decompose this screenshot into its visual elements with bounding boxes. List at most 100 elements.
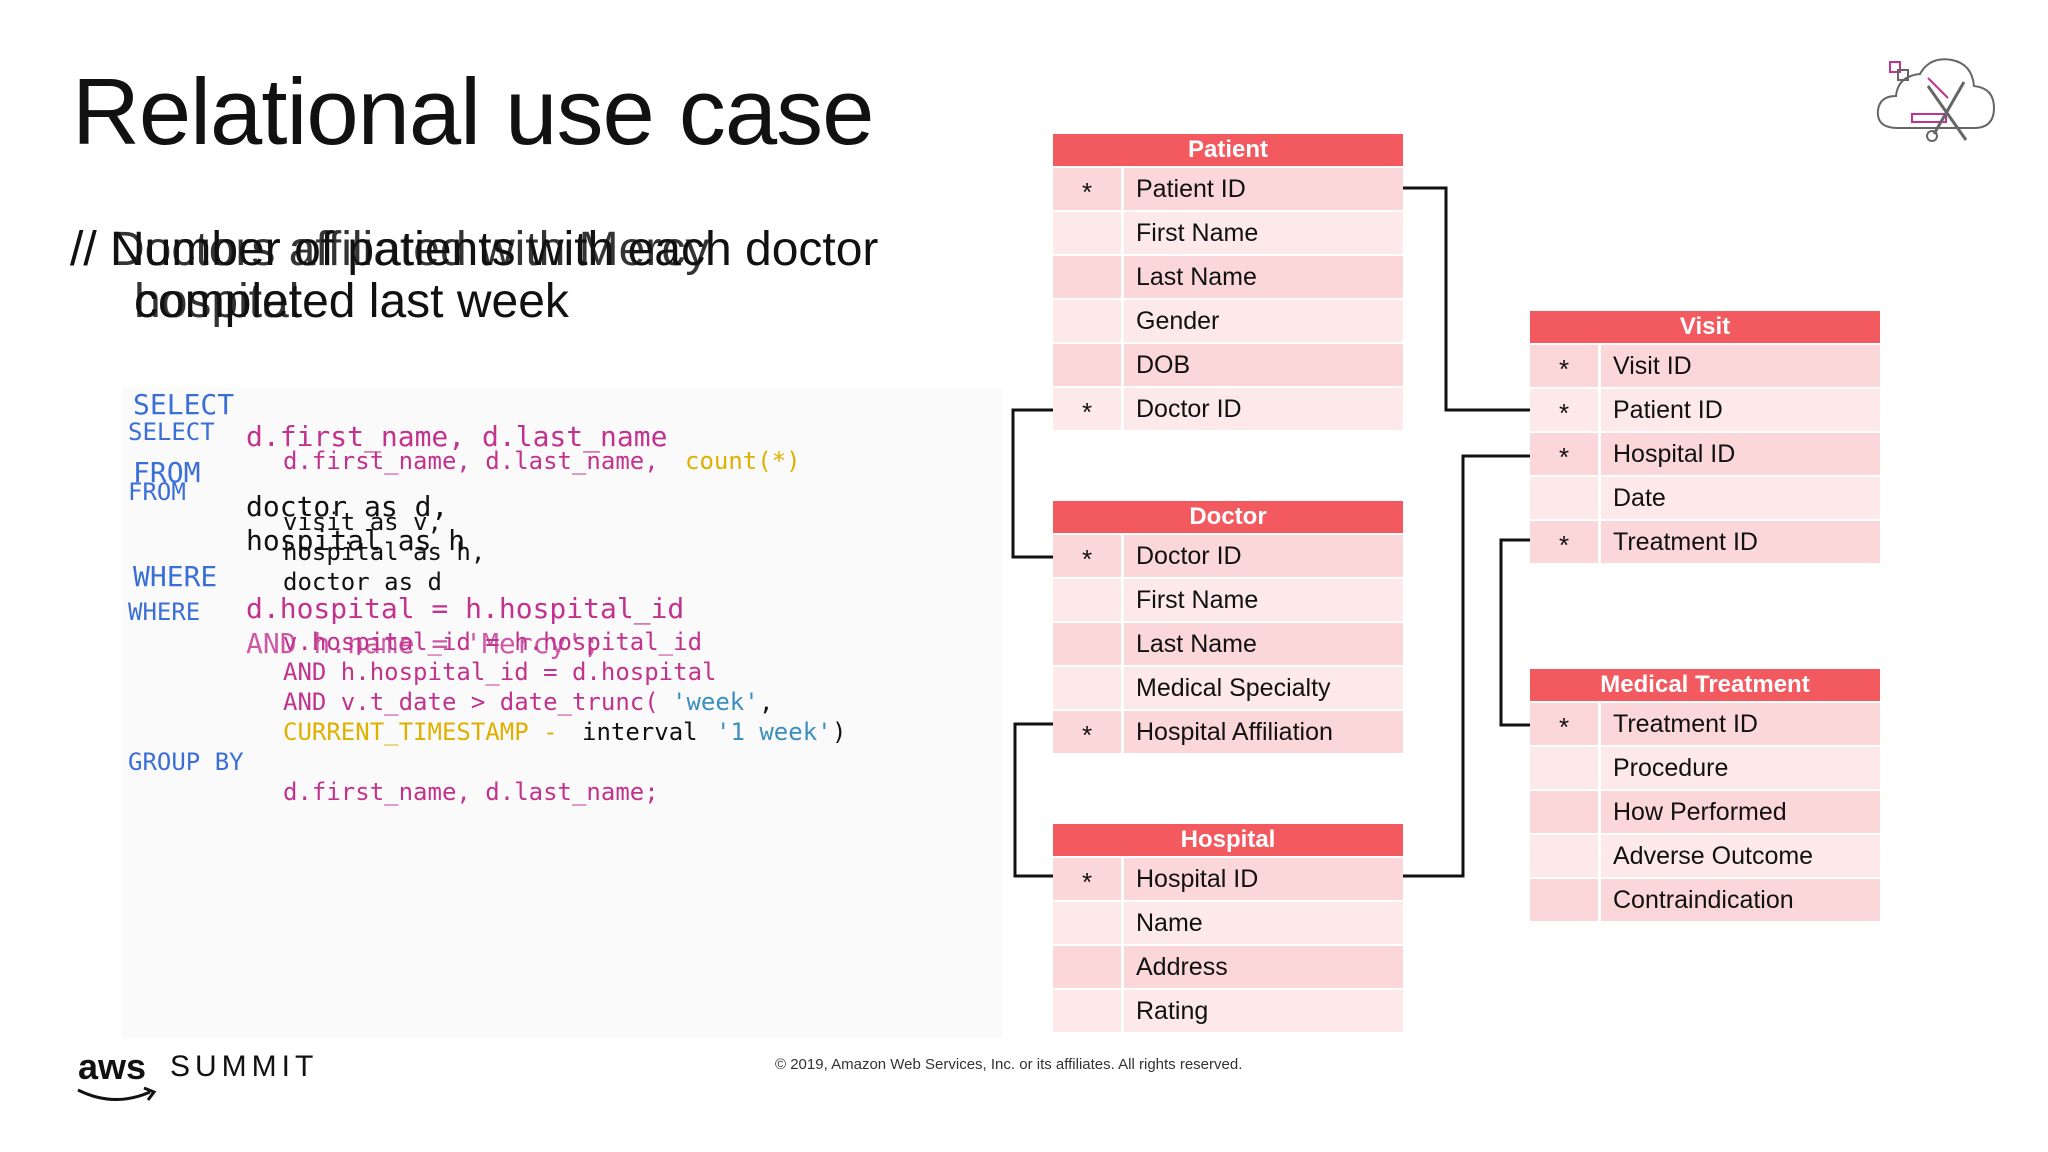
- table-row: First Name: [1053, 579, 1403, 623]
- subtitle-a-line1: // Number of patients with each doctor: [70, 223, 879, 276]
- aws-smile-icon: [77, 1086, 157, 1102]
- table-row: Name: [1053, 902, 1403, 946]
- key-marker: *: [1053, 168, 1124, 210]
- table-row: * Doctor ID: [1053, 535, 1403, 579]
- field-name: Hospital Affiliation: [1136, 718, 1333, 746]
- query-b-where-line4d: ): [832, 718, 847, 746]
- table-row: Adverse Outcome: [1530, 835, 1880, 879]
- field-name: Procedure: [1613, 754, 1729, 782]
- key-marker: [1053, 623, 1124, 665]
- table-row: Contraindication: [1530, 879, 1880, 923]
- query-b-from-kw: FROM: [128, 478, 186, 506]
- field-name: Treatment ID: [1613, 528, 1758, 556]
- query-b-from-line2: hospital as h,: [283, 538, 486, 566]
- copyright: © 2019, Amazon Web Services, Inc. or its…: [775, 1056, 1243, 1073]
- key-marker: *: [1530, 703, 1601, 745]
- query-b-where-line4c: '1 week': [716, 718, 832, 746]
- table-header: Hospital: [1053, 824, 1403, 858]
- query-b-where-line1: v.hospital_id = h.hospital_id: [283, 628, 703, 656]
- field-name: Medical Specialty: [1136, 674, 1331, 702]
- query-a: SELECT d.first_name, d.last_name FROM do…: [0, 0, 684, 660]
- table-row: *Hospital ID: [1530, 433, 1880, 477]
- table-visit: Visit *Visit ID *Patient ID *Hospital ID…: [1530, 311, 1880, 565]
- subtitle-b-line2: hospital: [134, 275, 300, 328]
- field-name: First Name: [1136, 219, 1259, 247]
- query-b-where-line3a: AND v.t_date > date_trunc(: [283, 688, 659, 716]
- slide-title: Relational use case: [72, 59, 874, 164]
- table-header: Patient: [1053, 134, 1403, 168]
- key-marker: *: [1530, 521, 1601, 563]
- key-marker: *: [1053, 388, 1124, 430]
- query-a-from-line1: doctor as d,: [246, 490, 449, 523]
- query-b-select-kw: SELECT: [128, 418, 215, 446]
- query-b-where-line4a: CURRENT_TIMESTAMP -: [283, 718, 572, 746]
- key-marker: *: [1053, 711, 1124, 753]
- code-panel: [122, 388, 1002, 1038]
- key-marker: *: [1053, 535, 1124, 577]
- table-row: Rating: [1053, 990, 1403, 1034]
- table-header: Visit: [1530, 311, 1880, 345]
- query-b-select-fields: d.first_name, d.last_name,: [283, 447, 674, 475]
- key-marker: [1053, 212, 1124, 254]
- table-row: First Name: [1053, 212, 1403, 256]
- query-b-from-line3: doctor as d: [283, 568, 442, 596]
- field-name: Adverse Outcome: [1613, 842, 1814, 870]
- table-medical-treatment: Medical Treatment *Treatment ID Procedur…: [1530, 669, 1880, 923]
- query-b-where-line3c: ,: [759, 688, 774, 716]
- field-name: Contraindication: [1613, 886, 1794, 914]
- table-row: Medical Specialty: [1053, 667, 1403, 711]
- table-doctor: Doctor * Doctor ID First Name Last Name M…: [1053, 501, 1403, 755]
- table-row: Date: [1530, 477, 1880, 521]
- query-b-where-kw: WHERE: [128, 598, 201, 626]
- table-row: Last Name: [1053, 623, 1403, 667]
- subtitle-a-line2: completed last week: [134, 275, 569, 328]
- key-marker: [1053, 990, 1124, 1032]
- subtitle-b-line1: // Doctors affiliated with Mercy: [70, 223, 710, 276]
- field-name: Hospital ID: [1613, 440, 1736, 468]
- key-marker: [1530, 791, 1601, 833]
- query-a-where-line1: d.hospital = h.hospital_id: [246, 592, 685, 625]
- field-name: Last Name: [1136, 263, 1257, 291]
- field-name: Name: [1136, 909, 1203, 937]
- query-b-group-fields: d.first_name, d.last_name;: [283, 778, 659, 806]
- query-b-where-line2: AND h.hospital_id = d.hospital: [283, 658, 717, 686]
- field-name: Doctor ID: [1136, 542, 1242, 570]
- field-name: Date: [1613, 484, 1666, 512]
- key-marker: *: [1530, 389, 1601, 431]
- query-b-where-line4b: interval: [582, 718, 713, 746]
- field-name: Rating: [1136, 997, 1209, 1025]
- table-header: Doctor: [1053, 501, 1403, 535]
- query-a-select-kw: SELECT: [133, 388, 235, 421]
- query-b-count: count(*): [685, 447, 801, 475]
- query-a-where-line2: AND h.name = 'Mercy';: [246, 627, 601, 660]
- query-b-group-kw: GROUP BY: [128, 748, 244, 776]
- aws-logo: aws: [78, 1046, 147, 1087]
- key-marker: [1530, 835, 1601, 877]
- field-name: How Performed: [1613, 798, 1787, 826]
- table-row: *Doctor ID: [1053, 388, 1403, 432]
- field-name: Last Name: [1136, 630, 1257, 658]
- table-row: *Patient ID: [1053, 168, 1403, 212]
- field-name: Hospital ID: [1136, 865, 1259, 893]
- table-row: Address: [1053, 946, 1403, 990]
- field-name: First Name: [1136, 586, 1259, 614]
- field-name: DOB: [1136, 351, 1191, 379]
- field-name: Patient ID: [1613, 396, 1723, 424]
- table-row: How Performed: [1530, 791, 1880, 835]
- query-b: SELECT d.first_name, d.last_name, count(…: [0, 0, 846, 806]
- field-name: Address: [1136, 953, 1228, 981]
- table-row: Procedure: [1530, 747, 1880, 791]
- key-marker: [1053, 344, 1124, 386]
- key-marker: *: [1053, 858, 1124, 900]
- table-hospital: Hospital * Hospital ID Name Address Ratin…: [1053, 824, 1403, 1034]
- key-marker: [1053, 667, 1124, 709]
- key-marker: [1053, 300, 1124, 342]
- key-marker: [1053, 256, 1124, 298]
- table-row: * Treatment ID: [1530, 521, 1880, 565]
- key-marker: [1053, 946, 1124, 988]
- table-patient: Patient *Patient ID First Name Last Name…: [1053, 134, 1403, 432]
- key-marker: [1530, 879, 1601, 921]
- table-row: Last Name: [1053, 256, 1403, 300]
- field-name: Gender: [1136, 307, 1220, 335]
